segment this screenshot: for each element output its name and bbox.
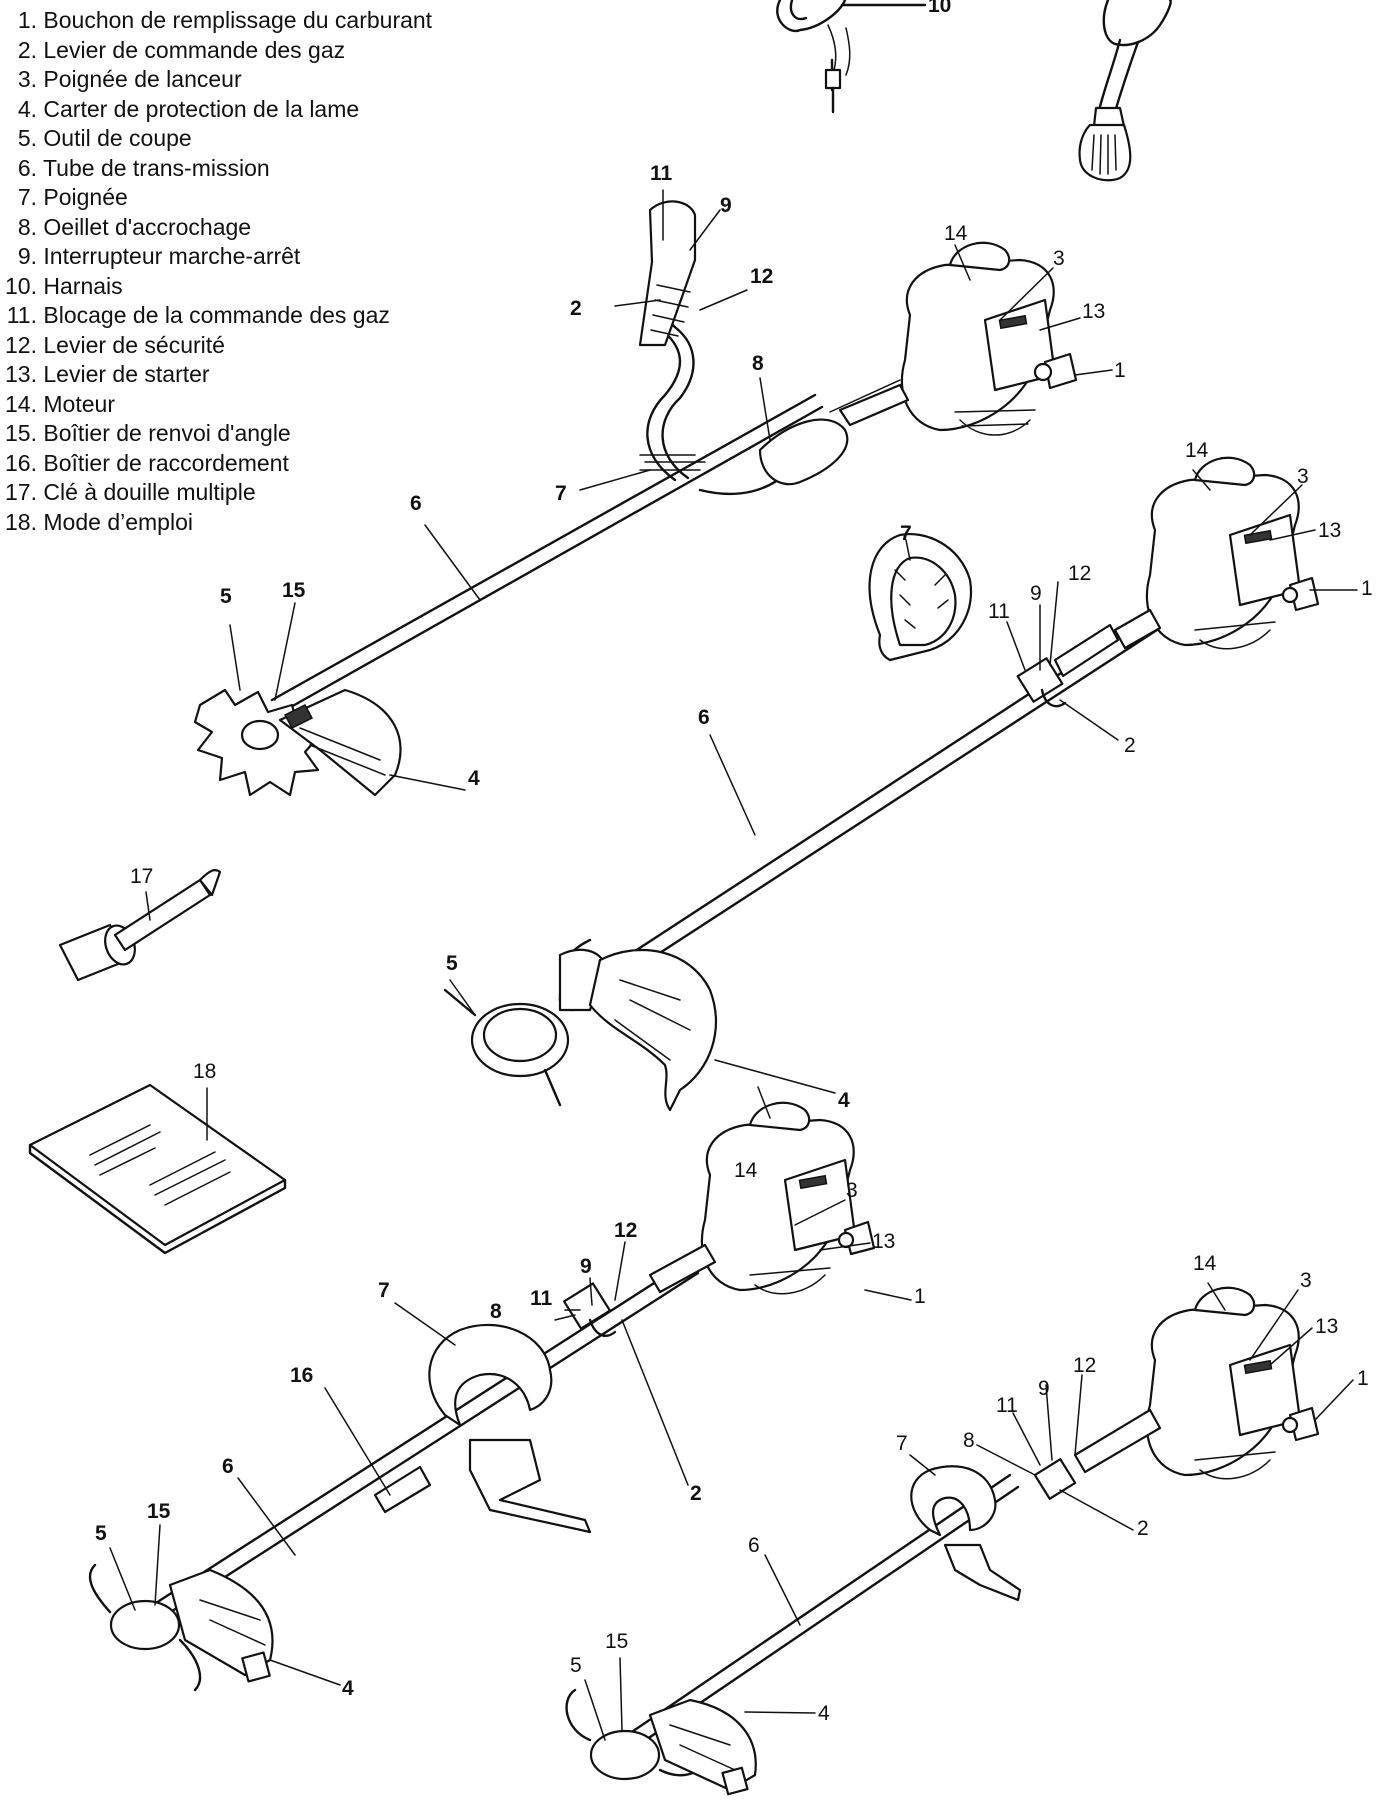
callout-number: 13 <box>1315 1315 1338 1338</box>
callout-number: 8 <box>752 352 764 375</box>
callout-number: 5 <box>220 585 232 608</box>
callout-number: 5 <box>95 1522 107 1545</box>
callout-number: 3 <box>1053 247 1065 270</box>
legend-item: 7. Poignée <box>17 184 128 210</box>
callout-number: 4 <box>838 1089 850 1112</box>
callout-number: 7 <box>900 522 912 545</box>
callout-number: 4 <box>342 1677 354 1700</box>
callout-number: 11 <box>650 162 673 185</box>
callout-number: 5 <box>446 952 458 975</box>
legend-item: 10. Harnais <box>5 272 123 299</box>
callout-number: 8 <box>490 1300 502 1323</box>
callout-number: 5 <box>570 1654 582 1677</box>
legend-item: 12. Levier de sécurité <box>5 331 225 358</box>
callout-number: 3 <box>1300 1269 1312 1292</box>
callout-number: 13 <box>1318 519 1341 542</box>
callout-number: 1 <box>1114 359 1126 382</box>
callout-number: 14 <box>1185 439 1209 462</box>
socket-wrench-illustration <box>58 869 222 982</box>
owners-manual-illustration <box>28 1083 287 1255</box>
callout-number: 11 <box>996 1394 1018 1417</box>
callout-number: 7 <box>555 482 567 505</box>
callout-number: 7 <box>378 1279 390 1302</box>
harness-illustration <box>776 0 1172 182</box>
callout-number: 2 <box>1124 734 1136 757</box>
callout-labels: 10 11 9 14 3 12 2 13 8 1 7 6 5 15 4 14 3… <box>95 0 1373 1725</box>
legend-item: 5. Outil de coupe <box>17 125 192 151</box>
callout-number: 18 <box>193 1060 216 1083</box>
callout-number: 12 <box>614 1219 637 1242</box>
legend-item: 3. Poignée de lanceur <box>17 66 242 92</box>
callout-number: 7 <box>896 1432 908 1455</box>
callout-number: 15 <box>282 579 306 602</box>
callout-number: 12 <box>750 265 773 288</box>
callout-number: 1 <box>914 1285 926 1308</box>
callout-number: 3 <box>846 1179 858 1202</box>
callout-leader-lines <box>109 189 1358 1741</box>
callout-number: 6 <box>410 492 422 515</box>
callout-number: 16 <box>290 1364 313 1387</box>
callout-number: 4 <box>818 1702 830 1725</box>
callout-number: 9 <box>1030 582 1042 605</box>
callout-number: 14 <box>734 1159 758 1182</box>
trimmer-bike-handle-illustration <box>193 200 1078 797</box>
callout-number: 9 <box>720 194 732 217</box>
trimmer-compact-illustration <box>565 1286 1320 1796</box>
callout-number: 12 <box>1068 562 1091 585</box>
legend-item: 15. Boîtier de renvoi d'angle <box>5 420 291 446</box>
legend-item: 13. Levier de starter <box>5 361 210 387</box>
callout-number: 6 <box>698 706 710 729</box>
callout-number: 17 <box>130 865 153 888</box>
callout-number: 9 <box>580 1255 592 1278</box>
legend-item: 16. Boîtier de raccordement <box>5 449 289 476</box>
callout-number: 6 <box>222 1455 234 1478</box>
parts-legend: 1. Bouchon de remplissage du carburant 2… <box>0 6 432 537</box>
callout-number: 11 <box>988 600 1010 623</box>
callout-number: 4 <box>468 767 480 790</box>
legend-item: 9. Interrupteur marche-arrêt <box>17 243 301 269</box>
legend-item: 18. Mode d’emploi <box>5 508 193 535</box>
callout-number: 12 <box>1073 1354 1096 1377</box>
legend-item: 4. Carter de protection de la lame <box>17 95 360 122</box>
legend-item: 17. Clé à douille multiple <box>5 479 256 505</box>
callout-number: 10 <box>928 0 951 17</box>
callout-number: 15 <box>605 1630 628 1653</box>
callout-number: 2 <box>570 297 582 320</box>
callout-number: 6 <box>748 1534 760 1557</box>
callout-number: 1 <box>1357 1367 1369 1390</box>
legend-item: 8. Oeillet d'accrochage <box>17 213 252 240</box>
legend-item: 1. Bouchon de remplissage du carburant <box>17 7 433 33</box>
legend-item: 6. Tube de trans-mission <box>17 154 270 181</box>
legend-item: 11. Blocage de la commande des gaz <box>6 302 390 328</box>
callout-number: 1 <box>1361 577 1373 600</box>
callout-number: 2 <box>1137 1517 1149 1540</box>
legend-item: 2. Levier de commande des gaz <box>17 36 346 63</box>
trimmer-loop-handle-illustration <box>443 456 1320 1112</box>
callout-number: 14 <box>1193 1252 1217 1275</box>
callout-number: 14 <box>944 222 968 245</box>
callout-number: 2 <box>690 1482 702 1505</box>
callout-number: 9 <box>1038 1377 1050 1400</box>
callout-number: 11 <box>530 1287 553 1310</box>
legend-item: 14. Moteur <box>5 390 115 417</box>
callout-number: 8 <box>963 1429 975 1452</box>
callout-number: 13 <box>1082 300 1105 323</box>
callout-number: 3 <box>1297 465 1309 488</box>
callout-number: 13 <box>872 1230 895 1253</box>
callout-number: 15 <box>147 1500 171 1523</box>
